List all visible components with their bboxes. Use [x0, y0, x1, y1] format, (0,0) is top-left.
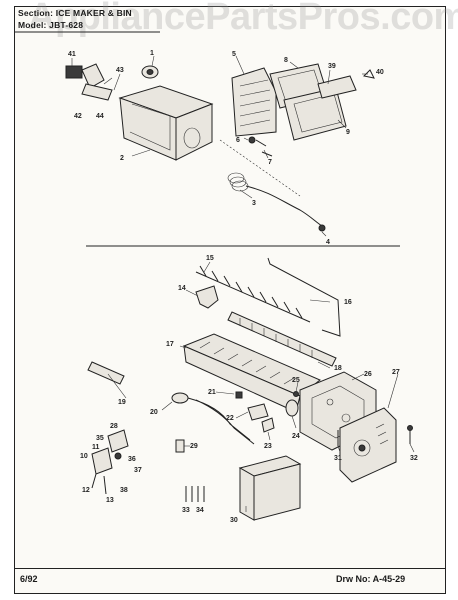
callout-30: 30: [230, 517, 238, 524]
part-6-screw: [248, 136, 273, 157]
part-valve-assembly: [91, 429, 129, 495]
part-5-auger-housing: [231, 67, 277, 137]
top-leader-lines: [71, 55, 368, 237]
part-18-stripper: [227, 311, 337, 367]
callout-19: 19: [118, 399, 126, 406]
callout-15: 15: [206, 255, 214, 262]
callout-2: 2: [120, 155, 124, 162]
callout-1: 1: [150, 50, 154, 57]
callout-25: 25: [292, 377, 300, 384]
part-21-clip: [235, 391, 243, 399]
callout-labels: 1 2 3 4 5 6 7 8 9 10 11 12 13 14 15 16 1…: [68, 50, 418, 524]
part-17-mold: [182, 333, 321, 413]
callout-13: 13: [106, 497, 114, 504]
part-41-switch: [65, 63, 113, 101]
callout-32: 32: [410, 455, 418, 462]
callout-20: 20: [150, 409, 158, 416]
callout-37: 37: [134, 467, 142, 474]
part-19-fill-cup: [87, 361, 125, 385]
callout-18: 18: [334, 365, 342, 372]
part-20-harness: [171, 392, 255, 445]
callout-7: 7: [268, 159, 272, 166]
callout-43: 43: [116, 67, 124, 74]
callout-29: 29: [190, 443, 198, 450]
drawing-number: Drw No: A-45-29: [336, 574, 405, 584]
callout-44: 44: [96, 113, 104, 120]
callout-31: 31: [334, 455, 342, 462]
callout-26: 26: [364, 371, 372, 378]
part-23-clip: [261, 417, 275, 433]
callout-24: 24: [292, 433, 300, 440]
bottom-leader-lines: [107, 261, 415, 512]
callout-4: 4: [326, 239, 330, 246]
part-33-34-screws: [185, 486, 205, 502]
footer-date: 6/92: [20, 574, 38, 584]
part-15-ejector: [195, 265, 311, 323]
callout-40: 40: [376, 69, 384, 76]
callout-10: 10: [80, 453, 88, 460]
callout-8: 8: [284, 57, 288, 64]
footer-rule: [14, 568, 446, 569]
part-24-gear: [285, 399, 299, 417]
callout-23: 23: [264, 443, 272, 450]
callout-28: 28: [110, 423, 118, 430]
part-9-door: [283, 75, 357, 141]
part-30-cover: [238, 455, 302, 521]
callout-9: 9: [346, 129, 350, 136]
callout-35: 35: [96, 435, 104, 442]
part-1-knob: [141, 65, 159, 79]
part-3-harness: [227, 172, 326, 232]
part-29-connector: [175, 439, 185, 453]
callout-14: 14: [178, 285, 186, 292]
callout-27: 27: [392, 369, 400, 376]
model-heading: Model: JBT-628: [18, 20, 83, 30]
section-label: Section:: [18, 8, 54, 18]
drawing-value: A-45-29: [372, 574, 406, 584]
callout-33: 33: [182, 507, 190, 514]
model-label: Model:: [18, 20, 47, 30]
part-25-screw: [293, 391, 299, 397]
callout-38: 38: [120, 487, 128, 494]
callout-17: 17: [166, 341, 174, 348]
callout-21: 21: [208, 389, 216, 396]
callout-22: 22: [226, 415, 234, 422]
section-heading: Section: ICE MAKER & BIN: [18, 8, 132, 18]
callout-34: 34: [196, 507, 204, 514]
callout-36: 36: [128, 456, 136, 463]
section-value: ICE MAKER & BIN: [55, 8, 132, 18]
callout-3: 3: [252, 200, 256, 207]
callout-41: 41: [68, 51, 76, 58]
callout-5: 5: [232, 51, 236, 58]
callout-6: 6: [236, 137, 240, 144]
part-27-module: [339, 407, 397, 483]
part-40-clip: [362, 69, 375, 79]
part-14-bracket: [195, 285, 219, 309]
drawing-label: Drw No:: [336, 574, 371, 584]
part-22-bracket: [247, 403, 269, 421]
callout-39: 39: [328, 63, 336, 70]
part-2-ice-bin: [118, 85, 214, 161]
callout-11: 11: [92, 444, 100, 451]
part-16-shutoff-arm: [267, 257, 341, 337]
callout-42: 42: [74, 113, 82, 120]
model-value: JBT-628: [49, 20, 84, 30]
diagram-sheet: [14, 6, 446, 594]
callout-16: 16: [344, 299, 352, 306]
callout-12: 12: [82, 487, 90, 494]
